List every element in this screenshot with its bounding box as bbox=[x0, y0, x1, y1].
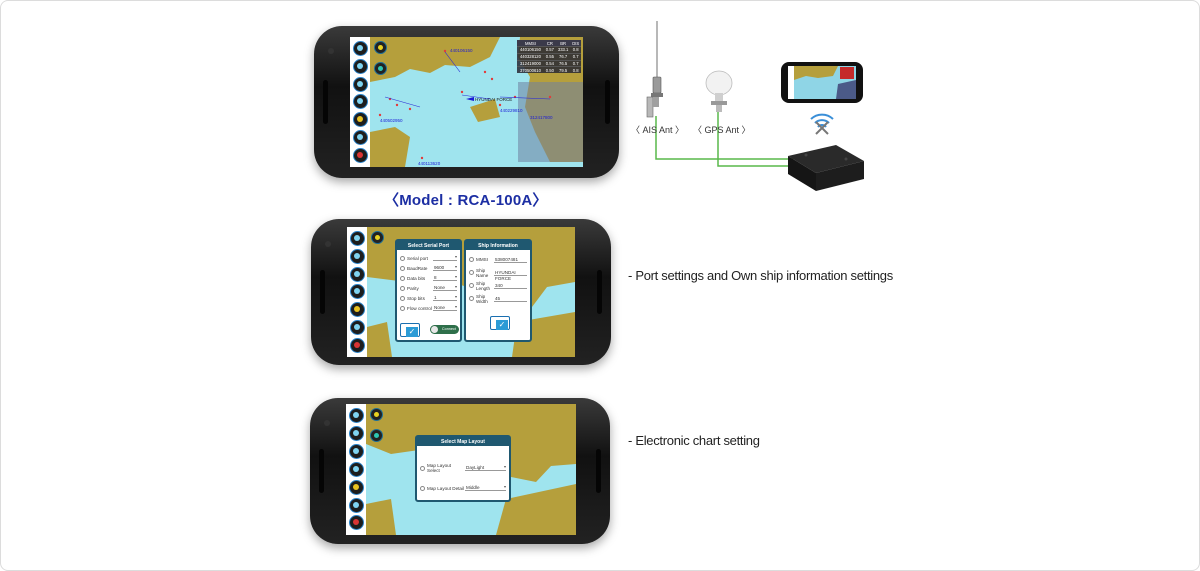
mobile-device-icon bbox=[781, 62, 863, 103]
user-icon[interactable] bbox=[352, 59, 368, 75]
ais-antenna-icon bbox=[646, 21, 663, 118]
port-settings-description: - Port settings and Own ship information… bbox=[628, 268, 893, 283]
phone-ais-view: 440106150 HYUNDAI FORCE 440229810 440113… bbox=[314, 26, 619, 178]
zoom-icon[interactable] bbox=[370, 429, 383, 442]
target-label: 440106150 bbox=[450, 48, 473, 53]
own-ship-label: HYUNDAI FORCE bbox=[475, 97, 512, 102]
ship-length-field[interactable]: 340 bbox=[494, 283, 527, 289]
ship-icon[interactable] bbox=[348, 461, 364, 477]
dialog-title: Ship Information bbox=[466, 241, 530, 250]
target-label: 440502950 bbox=[380, 118, 403, 123]
confirm-button[interactable] bbox=[490, 316, 510, 330]
stop-bits-select[interactable]: 1 bbox=[433, 294, 457, 301]
data-bits-select[interactable]: 8 bbox=[433, 274, 457, 281]
anchor-icon[interactable] bbox=[348, 444, 364, 460]
zoom-icon[interactable] bbox=[374, 62, 387, 75]
parity-select[interactable]: None bbox=[433, 284, 457, 291]
record-icon[interactable] bbox=[348, 515, 364, 531]
route-icon[interactable] bbox=[352, 112, 368, 128]
gps-antenna-icon bbox=[705, 70, 733, 112]
compass-icon[interactable] bbox=[349, 231, 365, 247]
dialog-title: Select Map Layout bbox=[417, 437, 509, 446]
ship-name-field[interactable]: HYUNDAI FORCE bbox=[494, 270, 527, 281]
compass-icon[interactable] bbox=[348, 408, 364, 424]
target-label: 440229810 bbox=[500, 108, 523, 113]
ship-icon[interactable] bbox=[349, 284, 365, 300]
route-icon[interactable] bbox=[349, 302, 365, 318]
ais-col-header: BR bbox=[555, 40, 571, 47]
flow-control-select[interactable]: None bbox=[433, 304, 457, 311]
map-layout-detail-select[interactable]: Middle bbox=[465, 484, 506, 491]
user-icon[interactable] bbox=[348, 426, 364, 442]
chart-settings-description: - Electronic chart setting bbox=[628, 433, 760, 448]
ship-width-field[interactable]: 45 bbox=[494, 296, 527, 302]
user-icon[interactable] bbox=[349, 249, 365, 265]
serial-port-row[interactable]: Serial port bbox=[397, 253, 460, 263]
receiver-box-icon bbox=[788, 145, 864, 191]
record-icon[interactable] bbox=[352, 147, 368, 163]
sidebar-toolbar bbox=[350, 37, 370, 167]
serial-port-select[interactable] bbox=[433, 254, 457, 261]
record-icon[interactable] bbox=[349, 337, 365, 353]
chart-screen[interactable]: Select Serial Port Serial port BaudRate9… bbox=[347, 227, 575, 357]
electronic-chart-map[interactable]: 440106150 HYUNDAI FORCE 440229810 440113… bbox=[350, 37, 583, 167]
sidebar-toolbar bbox=[346, 404, 366, 535]
settings-icon[interactable] bbox=[348, 497, 364, 513]
route-icon[interactable] bbox=[348, 479, 364, 495]
baudrate-select[interactable]: 9600 bbox=[433, 264, 457, 271]
mmsi-field[interactable]: 538007481 bbox=[494, 257, 527, 263]
compass-icon[interactable] bbox=[352, 41, 368, 57]
map-layout-select[interactable]: DayLight bbox=[465, 464, 506, 471]
serial-port-dialog: Select Serial Port Serial port BaudRate9… bbox=[395, 239, 462, 342]
layer-toggle-icon[interactable] bbox=[374, 41, 387, 54]
ais-col-header: CR bbox=[543, 40, 556, 47]
chart-screen[interactable]: 440106150 HYUNDAI FORCE 440229810 440113… bbox=[350, 37, 583, 167]
model-caption: 〈Model : RCA-100A〉 bbox=[384, 192, 548, 209]
confirm-button[interactable] bbox=[400, 323, 420, 337]
settings-icon[interactable] bbox=[349, 319, 365, 335]
gps-antenna-label: 〈 GPS Ant 〉 bbox=[693, 125, 751, 135]
ais-col-header: MMSI bbox=[517, 40, 544, 47]
layer-toggle-icon[interactable] bbox=[370, 408, 383, 421]
ship-icon[interactable] bbox=[352, 94, 368, 110]
anchor-icon[interactable] bbox=[352, 76, 368, 92]
dialog-title: Select Serial Port bbox=[397, 241, 460, 250]
phone-port-settings: Select Serial Port Serial port BaudRate9… bbox=[311, 219, 611, 365]
wifi-icon bbox=[810, 113, 834, 135]
anchor-icon[interactable] bbox=[349, 266, 365, 282]
target-label: 440113620 bbox=[418, 161, 441, 166]
layer-toggle-icon[interactable] bbox=[371, 231, 384, 244]
ais-antenna-label: 〈 AIS Ant 〉 bbox=[631, 125, 685, 135]
ais-col-header: DIS bbox=[570, 40, 581, 47]
sidebar-toolbar bbox=[347, 227, 367, 357]
settings-icon[interactable] bbox=[352, 129, 368, 145]
connect-toggle[interactable]: Connect bbox=[430, 325, 459, 334]
target-label: 312417800 bbox=[530, 115, 553, 120]
